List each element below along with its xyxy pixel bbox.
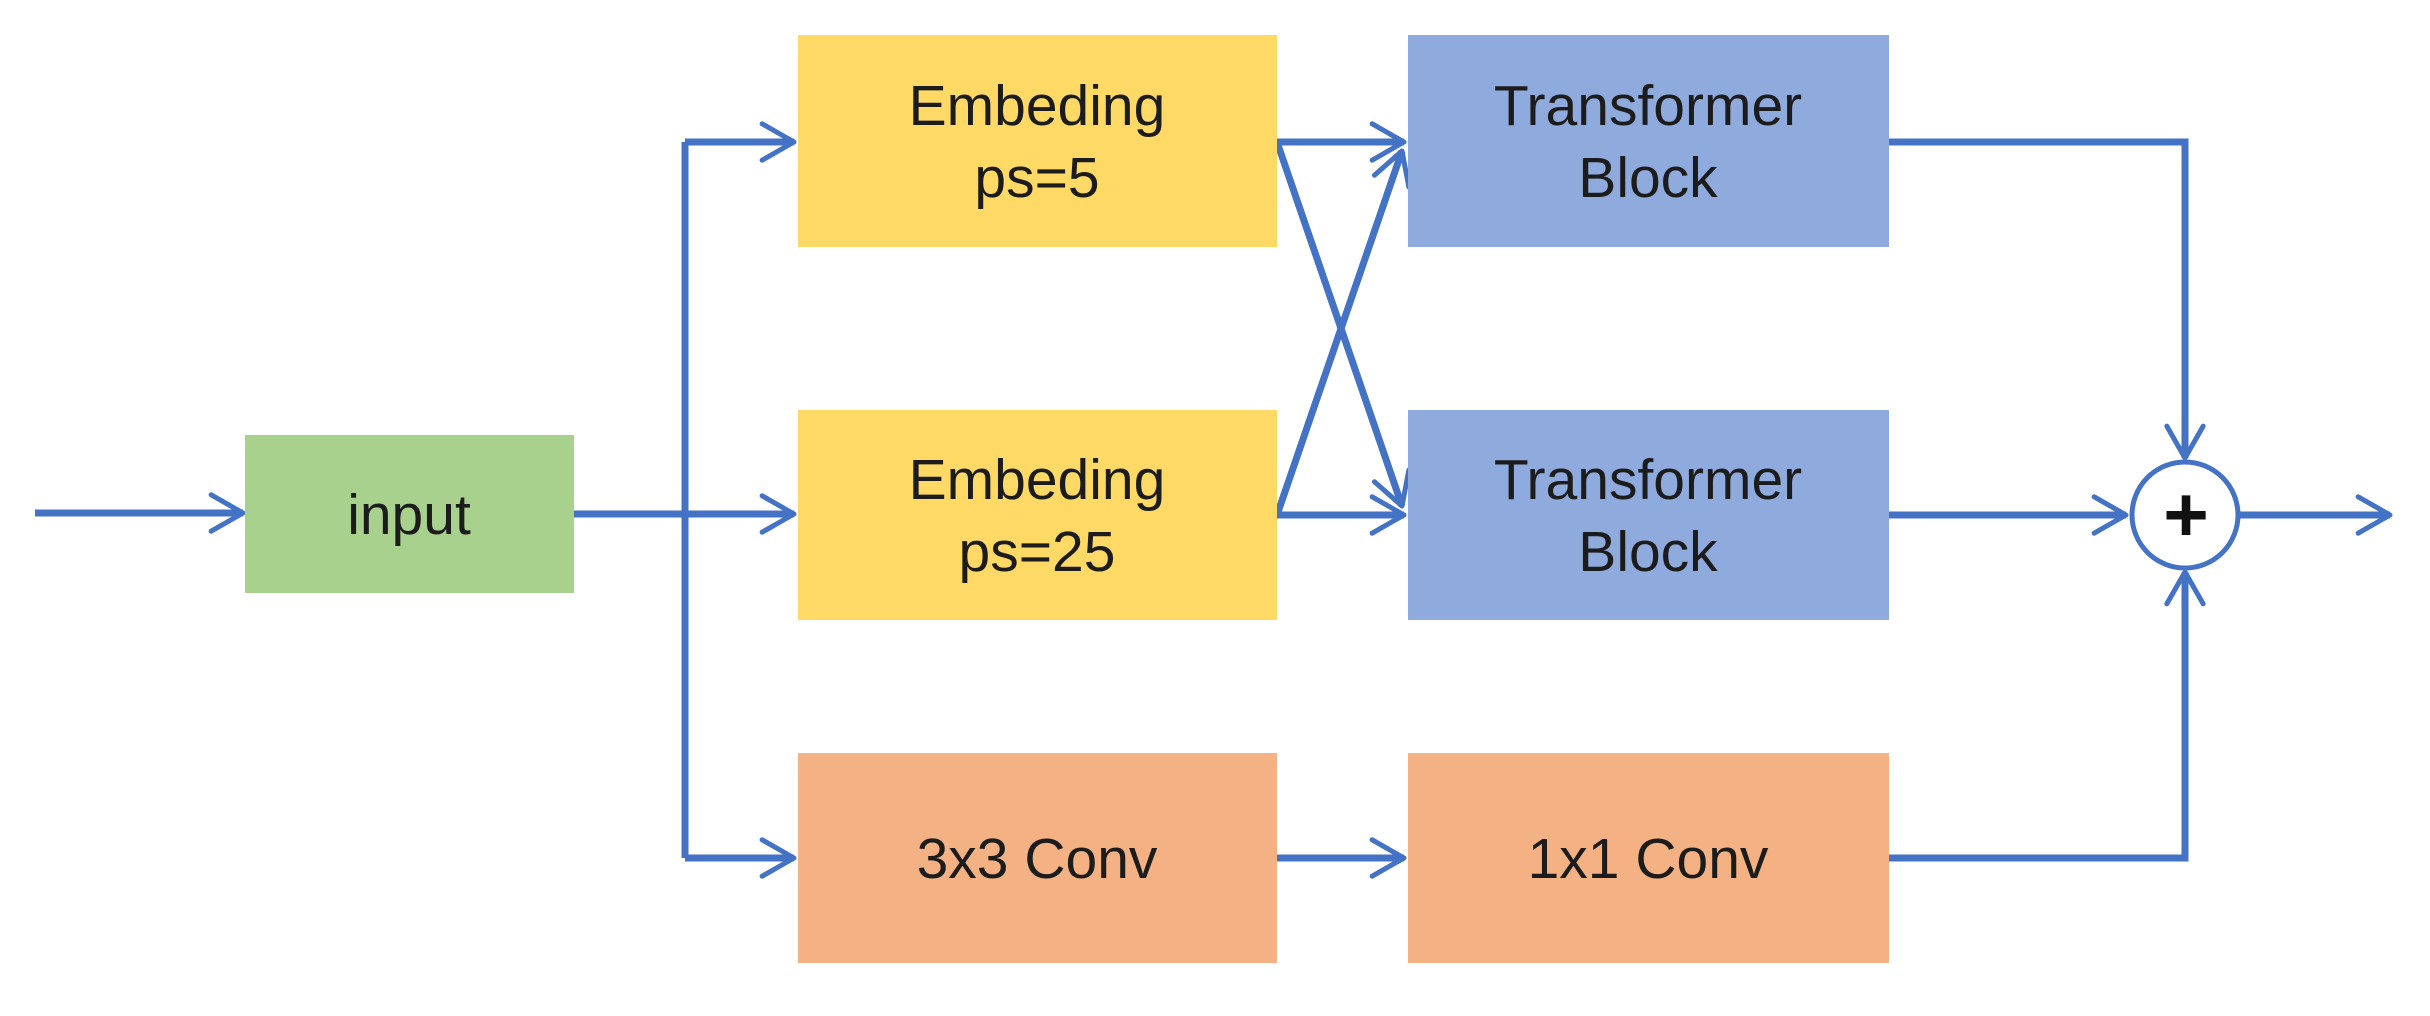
edge-transformer1-to-sum [1889, 138, 2206, 461]
node-embedding-ps25 [798, 410, 1277, 620]
node-transformer-block-1-label-line1: Transformer [1494, 74, 1802, 138]
node-sum-circle [2129, 459, 2241, 571]
edge-conv1x1-to-sum [1889, 569, 2206, 862]
node-embedding-ps5-label-line2: ps=5 [974, 146, 1099, 210]
plus-icon: + [2163, 470, 2209, 558]
node-input-label: input [347, 483, 471, 547]
node-embedding-ps25-label-line1: Embeding [909, 448, 1166, 512]
node-conv-1x1-label: 1x1 Conv [1528, 827, 1769, 891]
node-transformer-block-1 [1408, 35, 1889, 247]
node-transformer-block-2-label-line1: Transformer [1494, 448, 1802, 512]
node-embedding-ps5-label-line1: Embeding [909, 74, 1166, 138]
node-embedding-ps5 [798, 35, 1277, 247]
node-conv-3x3-label: 3x3 Conv [917, 827, 1158, 891]
node-conv-1x1 [1408, 753, 1889, 963]
node-transformer-block-1-label-line2: Block [1578, 146, 1718, 210]
node-embedding-ps25-label-line2: ps=25 [959, 520, 1116, 584]
node-conv-3x3 [798, 753, 1277, 963]
node-input [245, 435, 574, 593]
node-transformer-block-2 [1408, 410, 1889, 620]
edge-embed25-to-transformer1 [1273, 148, 1412, 517]
node-transformer-block-2-label-line2: Block [1578, 520, 1718, 584]
